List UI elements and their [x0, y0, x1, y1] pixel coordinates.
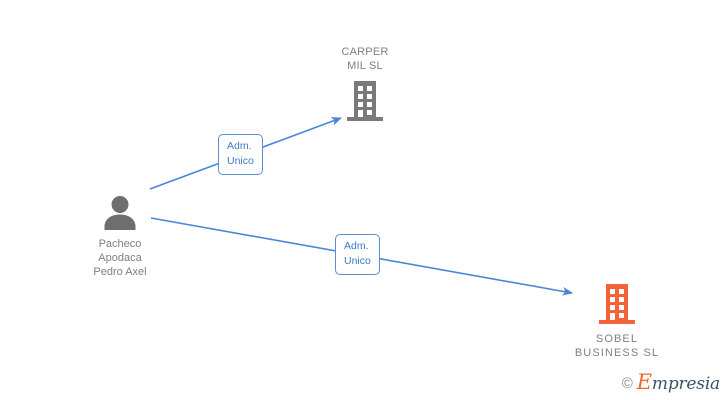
- node-person-pacheco[interactable]: Pacheco Apodaca Pedro Axel: [40, 194, 200, 279]
- node-label-person: Pacheco Apodaca Pedro Axel: [93, 238, 147, 278]
- person-avatar-icon: [100, 194, 140, 232]
- node-label-carper: CARPER MIL SL: [341, 46, 389, 72]
- edge-label-adm-unico-carper[interactable]: Adm. Unico: [218, 134, 263, 175]
- building-icon: [597, 282, 637, 326]
- node-label-sobel: SOBEL BUSINESS SL: [574, 333, 660, 359]
- edge-label-adm-unico-sobel[interactable]: Adm. Unico: [335, 234, 380, 275]
- brand-rest: mpresia: [651, 374, 720, 394]
- node-company-sobel[interactable]: SOBEL BUSINESS SL: [537, 282, 697, 360]
- watermark-empresia: © Empresia: [621, 370, 720, 394]
- building-icon: [345, 79, 385, 123]
- brand-wordmark: Empresia: [636, 370, 720, 394]
- copyright-symbol: ©: [621, 375, 633, 392]
- node-company-carper[interactable]: CARPER MIL SL: [285, 45, 445, 123]
- brand-initial: E: [636, 370, 652, 394]
